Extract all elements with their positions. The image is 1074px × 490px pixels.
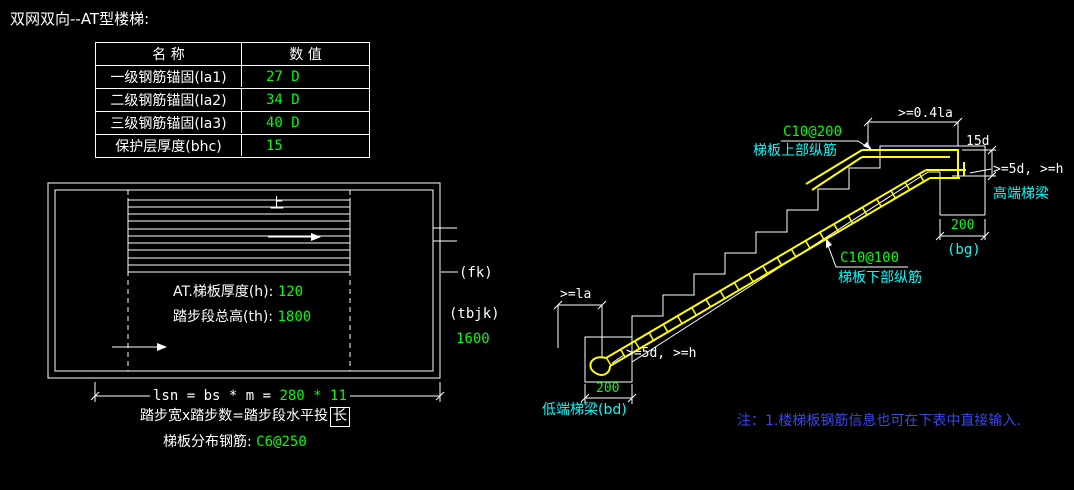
high-beam: [939, 146, 986, 216]
table-row-name: 一级钢筋锚固(la1): [96, 65, 241, 88]
hook-length-text: 15d: [966, 134, 990, 149]
page-title: 双网双向--AT型楼梯:: [10, 10, 150, 28]
tread-formula-boxed-char: 长: [330, 407, 351, 427]
top-anchor-dimension: [863, 117, 963, 148]
slab-thickness-value[interactable]: 120: [277, 284, 304, 300]
high-beam-label: 高端梯梁: [993, 186, 1049, 202]
anchor-leaders: [611, 168, 992, 364]
low-beam-200-dimension: [580, 384, 637, 404]
plan-up-label: 上: [270, 196, 284, 212]
table-row-value[interactable]: 27 D: [241, 65, 369, 87]
table-row-value[interactable]: 40 D: [241, 111, 369, 133]
hook-15d-dimension: [952, 145, 997, 181]
high-beam-width-value[interactable]: 200: [951, 218, 975, 233]
low-beam: [584, 336, 633, 383]
table-row-name: 保护层厚度(bhc): [96, 134, 241, 157]
high-beam-tag: (bg): [947, 242, 981, 258]
rebar-top-bar: [805, 149, 959, 191]
parameter-table: 名 称 数 值 一级钢筋锚固(la1) 27 D 二级钢筋锚固(la2) 34 …: [95, 42, 370, 158]
high-anchor-text: >=5d, >=h: [993, 162, 1064, 177]
bottom-bar-label: 梯板下部纵筋: [838, 270, 922, 286]
note-text: 注：1.楼梯板钢筋信息也可在下表中直接输入.: [737, 413, 1021, 429]
table-row-name: 三级钢筋锚固(la3): [96, 111, 241, 134]
distribution-rebar-label: 梯板分布钢筋:: [163, 434, 252, 450]
table-row-value[interactable]: 34 D: [241, 88, 369, 110]
rebar-bottom-bar-upper: [605, 169, 927, 359]
bottom-bar-leader: [825, 239, 908, 268]
fk-label: (fk): [459, 265, 493, 281]
plan-flight-edge: [127, 198, 351, 272]
lsn-formula-label: lsn = bs * m =: [153, 388, 272, 404]
high-beam-200-dimension: [935, 219, 990, 241]
plan-flight-edge-dashed: [127, 190, 351, 371]
bottom-bar-leader-arrow: [826, 238, 832, 248]
low-beam-label: 低端梯梁(bd): [542, 402, 627, 418]
section-view-drawing: [553, 117, 997, 404]
tbjk-label: (tbjk): [449, 306, 500, 322]
rebar-distribution-ticks: [605, 170, 931, 366]
distribution-rebar-value[interactable]: C6@250: [256, 434, 307, 450]
top-anchor-text: >=0.4la: [898, 106, 953, 121]
low-beam-width-value[interactable]: 200: [596, 381, 620, 396]
stair-profile: [631, 145, 985, 337]
lsn-formula-value[interactable]: 280 * 11: [279, 388, 347, 404]
plan-inner-wall: [54, 189, 434, 372]
low-anchor-la-text: >=la: [560, 287, 592, 302]
plan-view-drawing: [47, 182, 458, 402]
rebar-bottom-bar-lower: [609, 177, 931, 367]
plan-outer-wall: [47, 182, 441, 379]
plan-up-arrow-head: [311, 233, 321, 241]
table-row-name: 二级钢筋锚固(la2): [96, 88, 241, 111]
top-bar-label: 梯板上部纵筋: [753, 143, 837, 159]
rebar-low-hook: [589, 356, 611, 376]
plan-lower-arrow-head: [157, 343, 167, 351]
table-header-value: 数 值: [241, 43, 369, 65]
total-rise-label: 踏步段总高(th):: [173, 309, 274, 325]
plan-lsn-dimension: [90, 382, 445, 402]
table-header-name: 名 称: [152, 47, 185, 63]
tbjk-value[interactable]: 1600: [456, 331, 490, 347]
slab-underside: [631, 171, 940, 363]
low-anchor-text: >=5d, >=h: [626, 346, 697, 361]
slab-thickness-label: AT.梯板厚度(h):: [173, 284, 274, 300]
plan-tread-lines: [128, 199, 350, 273]
bottom-bar-spec-value[interactable]: C10@100: [840, 250, 900, 266]
low-anchor-la-dimension: [553, 300, 607, 358]
plan-right-ticks: [433, 227, 458, 273]
table-row-value[interactable]: 15: [241, 134, 369, 156]
tread-formula-text: 踏步宽x踏步数=踏步段水平投: [140, 408, 329, 424]
total-rise-value[interactable]: 1800: [277, 309, 312, 325]
rebar-layer: [589, 149, 966, 376]
top-bar-spec-value[interactable]: C10@200: [783, 124, 843, 140]
